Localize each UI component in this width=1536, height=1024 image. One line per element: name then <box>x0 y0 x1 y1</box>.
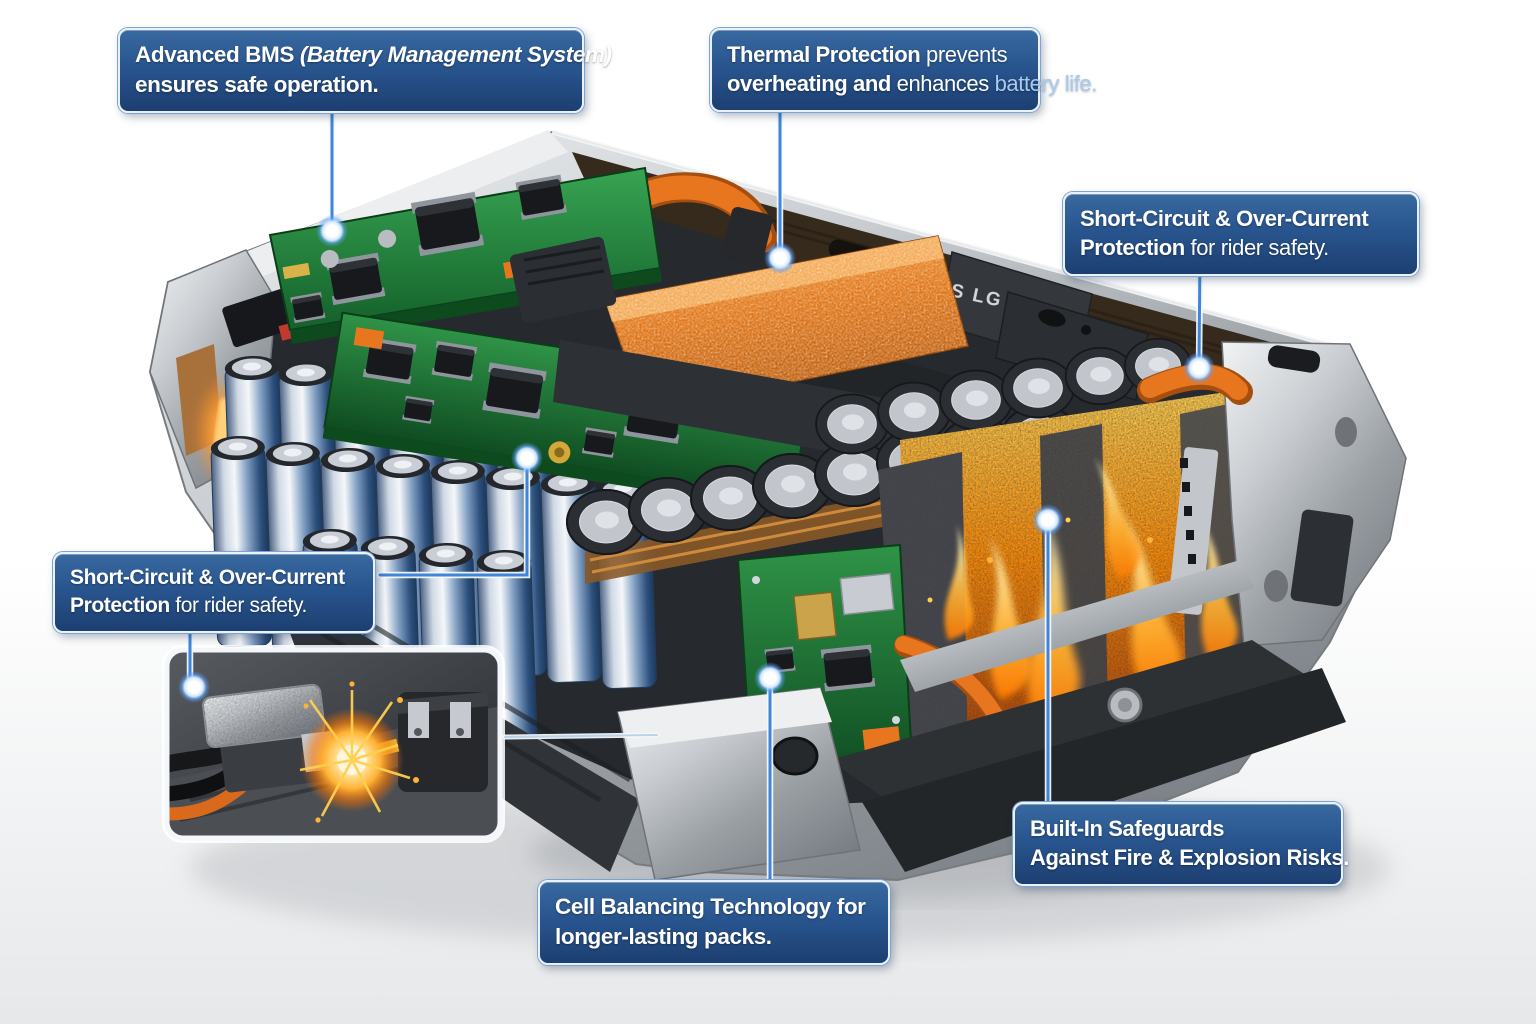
right-corner-case <box>1137 341 1407 647</box>
callout-built-in-safeguards: Built-In Safeguards Against Fire & Explo… <box>1013 802 1349 887</box>
callout-text: for rider safety. <box>169 593 307 617</box>
callout-cell-balancing: Cell Balancing Technology for longer-las… <box>538 880 890 966</box>
callout-text-bold: Advanced BMS <box>135 42 294 67</box>
callout-text-light: battery life. <box>988 71 1098 97</box>
callout-text-bold: Short-Circuit & Over-Current <box>1080 206 1369 231</box>
callout-thermal-protection: Thermal Protection prevents overheating … <box>710 28 1097 113</box>
callout-text: overheating and <box>727 71 891 97</box>
callout-text-bold: Cell Balancing Technology for <box>555 894 866 919</box>
callout-short-circuit-right: Short-Circuit & Over-Current Protection … <box>1063 192 1419 277</box>
callout-text: enhances <box>890 71 990 97</box>
callout-text-bold: Short-Circuit & Over-Current <box>70 566 345 589</box>
inset-short-circuit-photo <box>162 645 505 843</box>
callout-text: for rider safety. <box>1184 235 1330 261</box>
callout-text-bold: Against Fire & Explosion Risks. <box>1030 845 1349 871</box>
callout-text-line2: ensures safe operation. <box>135 71 379 97</box>
callout-text-bold: Built-In Safeguards <box>1030 816 1225 841</box>
callout-text: prevents <box>920 42 1008 67</box>
callout-text-bold: Thermal Protection <box>727 42 921 67</box>
callout-text-bold: Protection <box>70 593 170 617</box>
callout-text-bold: longer-lasting packs. <box>555 923 772 949</box>
callout-text-italic: (Battery Management System) <box>293 42 612 67</box>
callout-short-circuit-left: Short-Circuit & Over-Current Protection … <box>53 552 375 634</box>
callout-advanced-bms: Advanced BMS (Battery Management System)… <box>118 28 612 114</box>
callout-text-bold: Protection <box>1080 235 1185 261</box>
